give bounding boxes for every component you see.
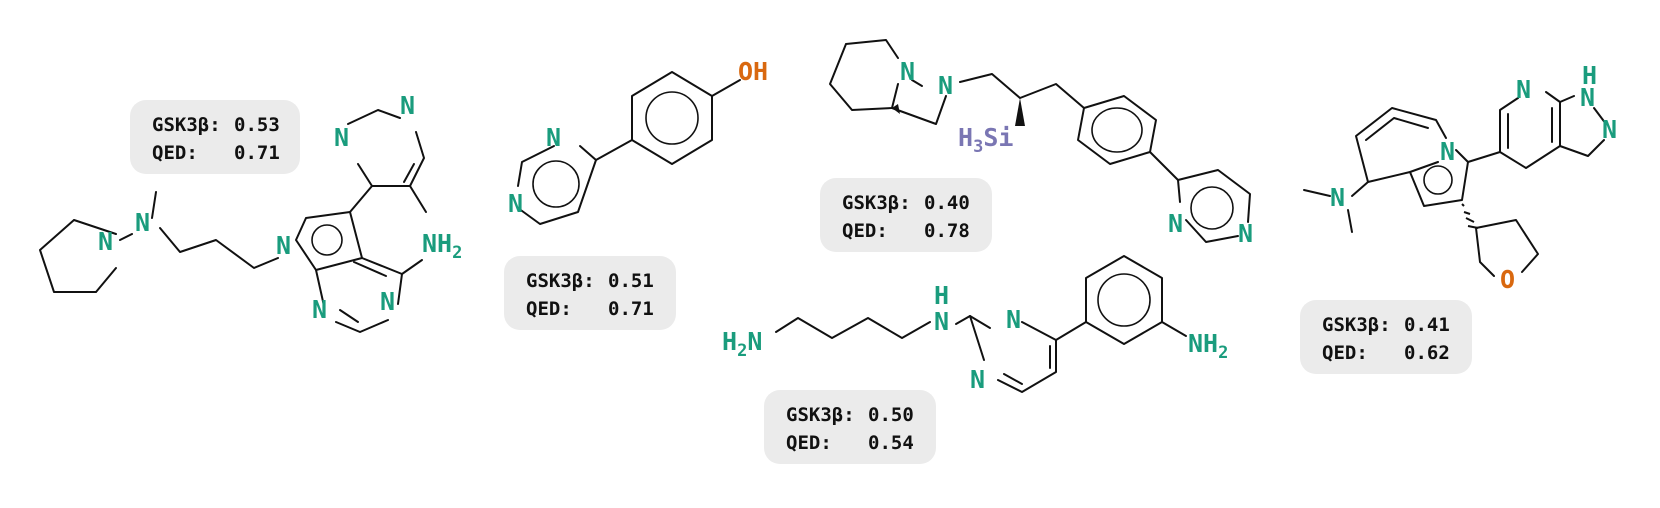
qed-value-3: 0.78 bbox=[924, 220, 970, 242]
gsk3b-label-4: GSK3β: bbox=[786, 404, 855, 426]
gsk3b-value-5: 0.41 bbox=[1404, 314, 1450, 336]
atom-h3si: H3Si bbox=[958, 123, 1013, 157]
gsk3b-value-1: 0.53 bbox=[234, 114, 280, 136]
gsk3b-label-3: GSK3β: bbox=[842, 192, 911, 214]
gsk3b-label-5: GSK3β: bbox=[1322, 314, 1391, 336]
atom-n-pyr-4a: N bbox=[1006, 305, 1021, 334]
atom-h-amine: H bbox=[934, 281, 949, 310]
gsk3b-label-1: GSK3β: bbox=[152, 114, 221, 136]
gsk3b-value-4: 0.50 bbox=[868, 404, 914, 426]
gsk3b-value-3: 0.40 bbox=[924, 192, 970, 214]
atom-nh2: NH2 bbox=[422, 229, 462, 263]
atom-n-pyr-3a: N bbox=[1168, 209, 1183, 238]
atom-nh-top: H bbox=[1582, 61, 1597, 90]
qed-value-1: 0.71 bbox=[234, 142, 280, 164]
molecule-2: OH N N GSK3β: 0.51 QED: 0.71 bbox=[504, 57, 768, 330]
atom-n-bicyclic-2: N bbox=[938, 71, 953, 100]
atom-n-pyr-1: N bbox=[546, 123, 561, 152]
property-card-1 bbox=[130, 100, 300, 174]
qed-value-2: 0.71 bbox=[608, 298, 654, 320]
atom-n-pyrrolidine: N bbox=[98, 227, 113, 256]
atom-nh-n: N bbox=[1580, 83, 1595, 112]
qed-value-5: 0.62 bbox=[1404, 342, 1450, 364]
atom-n-dimethyl: N bbox=[1330, 183, 1345, 212]
atom-n-pyrrole: N bbox=[276, 231, 291, 260]
qed-value-4: 0.54 bbox=[868, 432, 914, 454]
property-card-3 bbox=[820, 178, 992, 252]
molecule-4: H2N H N N N NH2 GSK3β: 0.50 QED: 0.54 bbox=[722, 255, 1228, 464]
qed-label-3: QED: bbox=[842, 220, 888, 242]
property-card-4 bbox=[764, 390, 936, 464]
atom-o-thf: O bbox=[1500, 265, 1515, 294]
qed-label-1: QED: bbox=[152, 142, 198, 164]
molecule-3: N N H3Si N N GSK3β: 0.40 QED: 0.78 bbox=[820, 39, 1253, 252]
atom-n-indolizine: N bbox=[1440, 137, 1455, 166]
atom-n-pyrazole: N bbox=[1602, 115, 1617, 144]
qed-label-4: QED: bbox=[786, 432, 832, 454]
atom-n-upper-2: N bbox=[400, 91, 415, 120]
qed-label-5: QED: bbox=[1322, 342, 1368, 364]
atom-n-hydrazine: N bbox=[135, 208, 150, 237]
gsk3b-label-2: GSK3β: bbox=[526, 270, 595, 292]
qed-label-2: QED: bbox=[526, 298, 572, 320]
atom-n-pyrimidine-2: N bbox=[312, 295, 327, 324]
atom-n-upper-1: N bbox=[334, 123, 349, 152]
atom-h2n: H2N bbox=[722, 327, 762, 361]
atom-n-pyridine: N bbox=[1516, 75, 1531, 104]
atom-n-pyr-3b: N bbox=[1238, 219, 1253, 248]
molecule-1: N N N N N N N NH2 GSK3β: 0.53 QED: 0.71 bbox=[39, 91, 462, 333]
molecule-5: N N N H N N O GSK3β: 0.41 QED: 0.62 bbox=[1300, 61, 1617, 374]
atom-n-bicyclic-1: N bbox=[900, 57, 915, 86]
property-card-5 bbox=[1300, 300, 1472, 374]
property-card-2 bbox=[504, 256, 676, 330]
atom-n-amine: N bbox=[934, 307, 949, 336]
gsk3b-value-2: 0.51 bbox=[608, 270, 654, 292]
atom-n-pyr-4b: N bbox=[970, 365, 985, 394]
atom-n-pyr-2: N bbox=[508, 189, 523, 218]
atom-oh: OH bbox=[738, 57, 768, 86]
atom-n-pyrimidine-1: N bbox=[380, 287, 395, 316]
atom-nh2-aniline: NH2 bbox=[1188, 329, 1228, 363]
